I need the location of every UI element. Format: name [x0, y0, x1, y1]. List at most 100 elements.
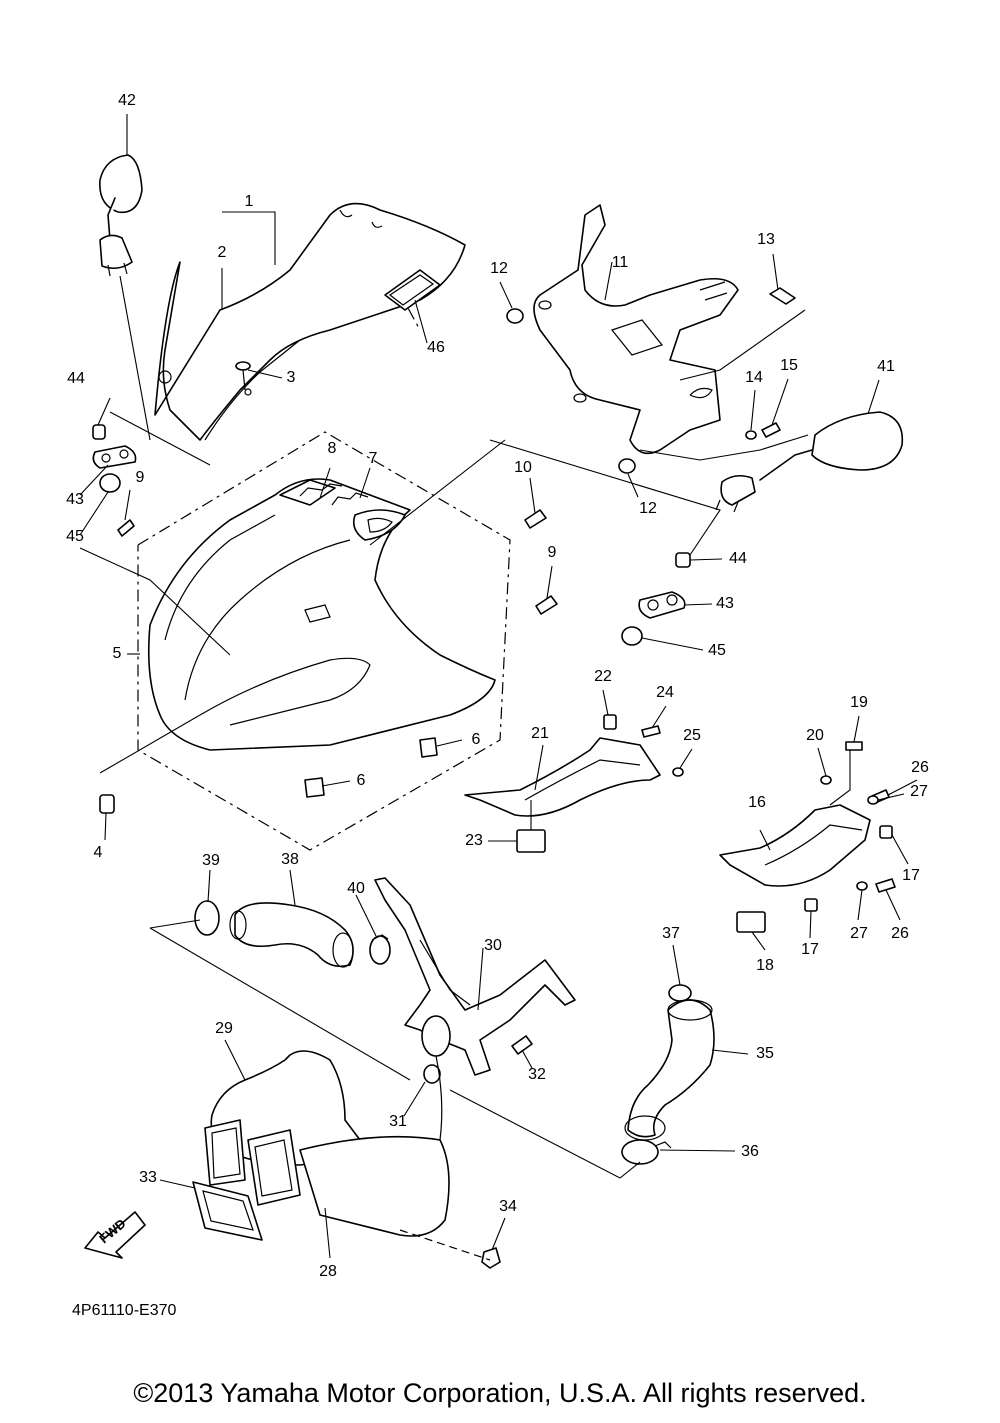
part-34-screw	[481, 1247, 501, 1269]
callout-35: 35	[756, 1045, 774, 1062]
callout-34: 34	[499, 1198, 517, 1215]
callout-18: 18	[756, 957, 774, 974]
callout-10: 10	[514, 459, 532, 476]
part-40-band	[369, 934, 391, 965]
callout-16: 16	[748, 794, 766, 811]
part-23-damper	[516, 829, 546, 853]
callout-6b: 6	[357, 772, 366, 789]
part-27-washer-upper	[867, 795, 879, 805]
callout-14: 14	[745, 369, 763, 386]
part-19-tape	[845, 741, 863, 751]
part-22-clip	[603, 714, 617, 730]
callout-7: 7	[369, 450, 378, 467]
callout-25: 25	[683, 727, 701, 744]
part-9-left-bolt	[117, 519, 135, 537]
callout-38: 38	[281, 851, 299, 868]
part-10-bolt	[524, 509, 547, 529]
leader-lines	[79, 114, 918, 1261]
callout-40: 40	[347, 880, 365, 897]
part-42-left-mirror	[99, 154, 143, 277]
callout-3: 3	[287, 369, 296, 386]
cowling-assembly-box	[137, 431, 511, 851]
callout-42: 42	[118, 92, 136, 109]
callout-27a: 27	[910, 783, 928, 800]
callout-29: 29	[215, 1020, 233, 1037]
callout-8: 8	[328, 440, 337, 457]
part-35-intake-duct	[624, 999, 715, 1141]
callout-21: 21	[531, 725, 549, 742]
part-32-bolt	[511, 1035, 533, 1055]
part-6-bracket-a	[419, 737, 438, 758]
callout-30: 30	[484, 937, 502, 954]
callout-11: 11	[612, 254, 629, 271]
part-9-right-bolt	[535, 595, 558, 615]
part-46-emblem	[384, 269, 441, 311]
callout-33: 33	[139, 1169, 157, 1186]
callout-20: 20	[806, 727, 824, 744]
callout-37: 37	[662, 925, 680, 942]
part-33-seal	[192, 1181, 263, 1241]
callout-5: 5	[113, 645, 122, 662]
callout-32: 32	[528, 1066, 546, 1083]
callout-28: 28	[319, 1263, 337, 1280]
callout-31: 31	[389, 1113, 407, 1130]
callout-9a: 9	[136, 469, 145, 486]
part-1-windshield	[154, 202, 466, 441]
callout-labels: 1 2 3 4 5 6 6 7 8 9 9 10 11 12 12 13 14 …	[66, 92, 929, 1280]
part-24-tape	[641, 725, 661, 738]
part-38-intake-duct	[229, 902, 354, 968]
callout-1: 1	[245, 193, 254, 210]
fwd-arrow-icon: FWD	[84, 1211, 146, 1259]
part-45-right-collar	[621, 626, 643, 646]
part-15-bolt	[761, 422, 781, 438]
callout-6a: 6	[472, 731, 481, 748]
callout-12a: 12	[490, 260, 508, 277]
callout-2: 2	[218, 244, 227, 261]
part-29-air-duct	[204, 1050, 361, 1186]
callout-36: 36	[741, 1143, 759, 1160]
diagram-code: 4P61110-E370	[72, 1302, 176, 1319]
part-6-bracket-b	[304, 777, 325, 798]
callout-45a: 45	[66, 528, 84, 545]
part-41-right-mirror	[715, 411, 904, 513]
part-11-stay	[533, 204, 739, 455]
callout-13: 13	[757, 231, 775, 248]
callout-46: 46	[427, 339, 445, 356]
part-44-right-nut	[675, 552, 691, 568]
callout-43b: 43	[716, 595, 734, 612]
callout-23: 23	[465, 832, 483, 849]
part-13-bolt	[769, 287, 796, 305]
part-43-left-damper	[92, 445, 137, 469]
callout-17b: 17	[801, 941, 819, 958]
callout-45b: 45	[708, 642, 726, 659]
callout-24: 24	[656, 684, 674, 701]
part-26-bolt-lower	[875, 878, 896, 893]
callout-9b: 9	[548, 544, 557, 561]
callout-12b: 12	[639, 500, 657, 517]
callout-26b: 26	[891, 925, 909, 942]
part-30-bracket	[374, 877, 576, 1076]
callout-22: 22	[594, 668, 612, 685]
callout-17a: 17	[902, 867, 920, 884]
callout-44a: 44	[67, 370, 85, 387]
part-17-nut-lower	[804, 898, 818, 912]
part-17-nut-upper	[879, 825, 893, 839]
part-37-band	[668, 984, 692, 1002]
part-3-screw	[235, 361, 251, 391]
part-45-left-collar	[99, 473, 121, 493]
part-31-collar	[423, 1064, 441, 1084]
callout-39: 39	[202, 852, 220, 869]
part-21-inner-panel	[464, 737, 661, 817]
callout-44b: 44	[729, 550, 747, 567]
part-27-washer-lower	[856, 881, 868, 891]
callout-27b: 27	[850, 925, 868, 942]
part-25-clip	[672, 767, 684, 777]
part-14-washer	[745, 430, 757, 440]
part-16-inner-panel	[719, 804, 871, 887]
copyright-notice: ©2013 Yamaha Motor Corporation, U.S.A. A…	[133, 1378, 867, 1408]
part-36-band	[621, 1139, 672, 1165]
callout-4: 4	[94, 844, 103, 861]
callout-19: 19	[850, 694, 868, 711]
callout-15: 15	[780, 357, 798, 374]
